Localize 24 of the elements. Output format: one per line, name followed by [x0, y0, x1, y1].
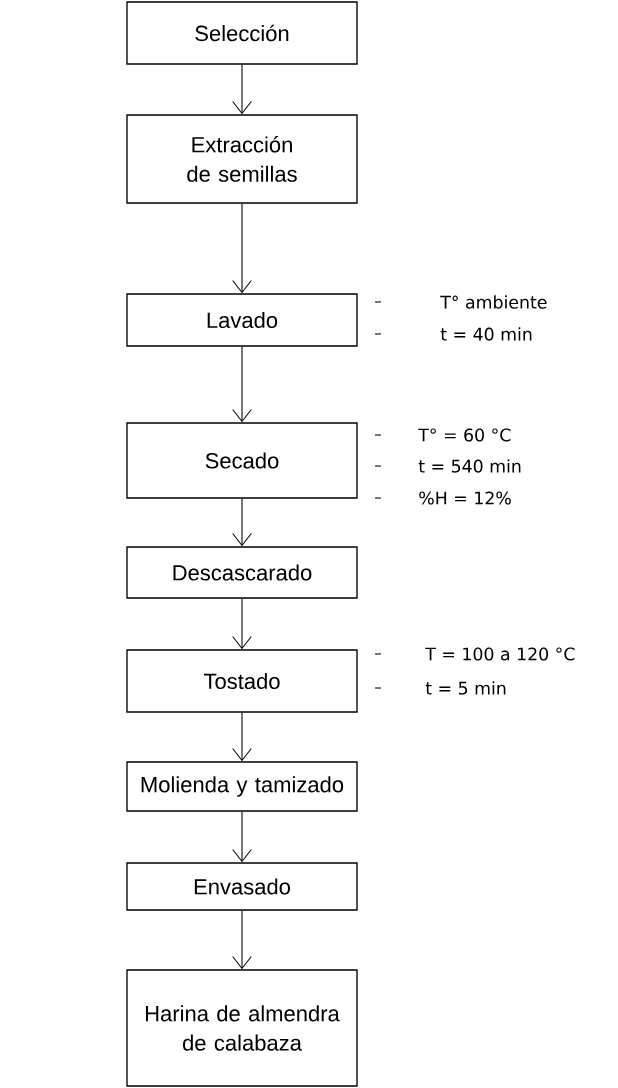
note-text: %H = 12%	[419, 491, 511, 505]
process-box: Envasado	[126, 862, 358, 911]
process-box: Molienda y tamizado	[126, 761, 358, 812]
arrow	[232, 346, 252, 423]
process-box: Selección	[126, 1, 358, 65]
note-text: t = 540 min	[418, 459, 521, 473]
note-text: T = 100 a 120 °C	[425, 647, 575, 661]
arrow	[232, 498, 252, 547]
process-box: Tostado	[126, 649, 358, 713]
arrow	[232, 910, 252, 970]
note-text: t = 40 min	[440, 327, 532, 341]
arrow	[232, 598, 252, 650]
process-box: Descascarado	[126, 546, 358, 599]
process-box: Lavado	[126, 293, 358, 347]
process-box: Harina de almendra de calabaza	[126, 969, 358, 1087]
arrow	[232, 203, 252, 294]
process-box: Secado	[126, 422, 358, 499]
note-text: T° = 60 °C	[418, 428, 511, 442]
note-text: T° ambiente	[440, 295, 547, 309]
arrow	[232, 64, 252, 115]
arrow	[232, 712, 252, 762]
note-text: t = 5 min	[425, 681, 506, 695]
process-box: Extracción de semillas	[126, 114, 358, 204]
arrow	[232, 811, 252, 863]
